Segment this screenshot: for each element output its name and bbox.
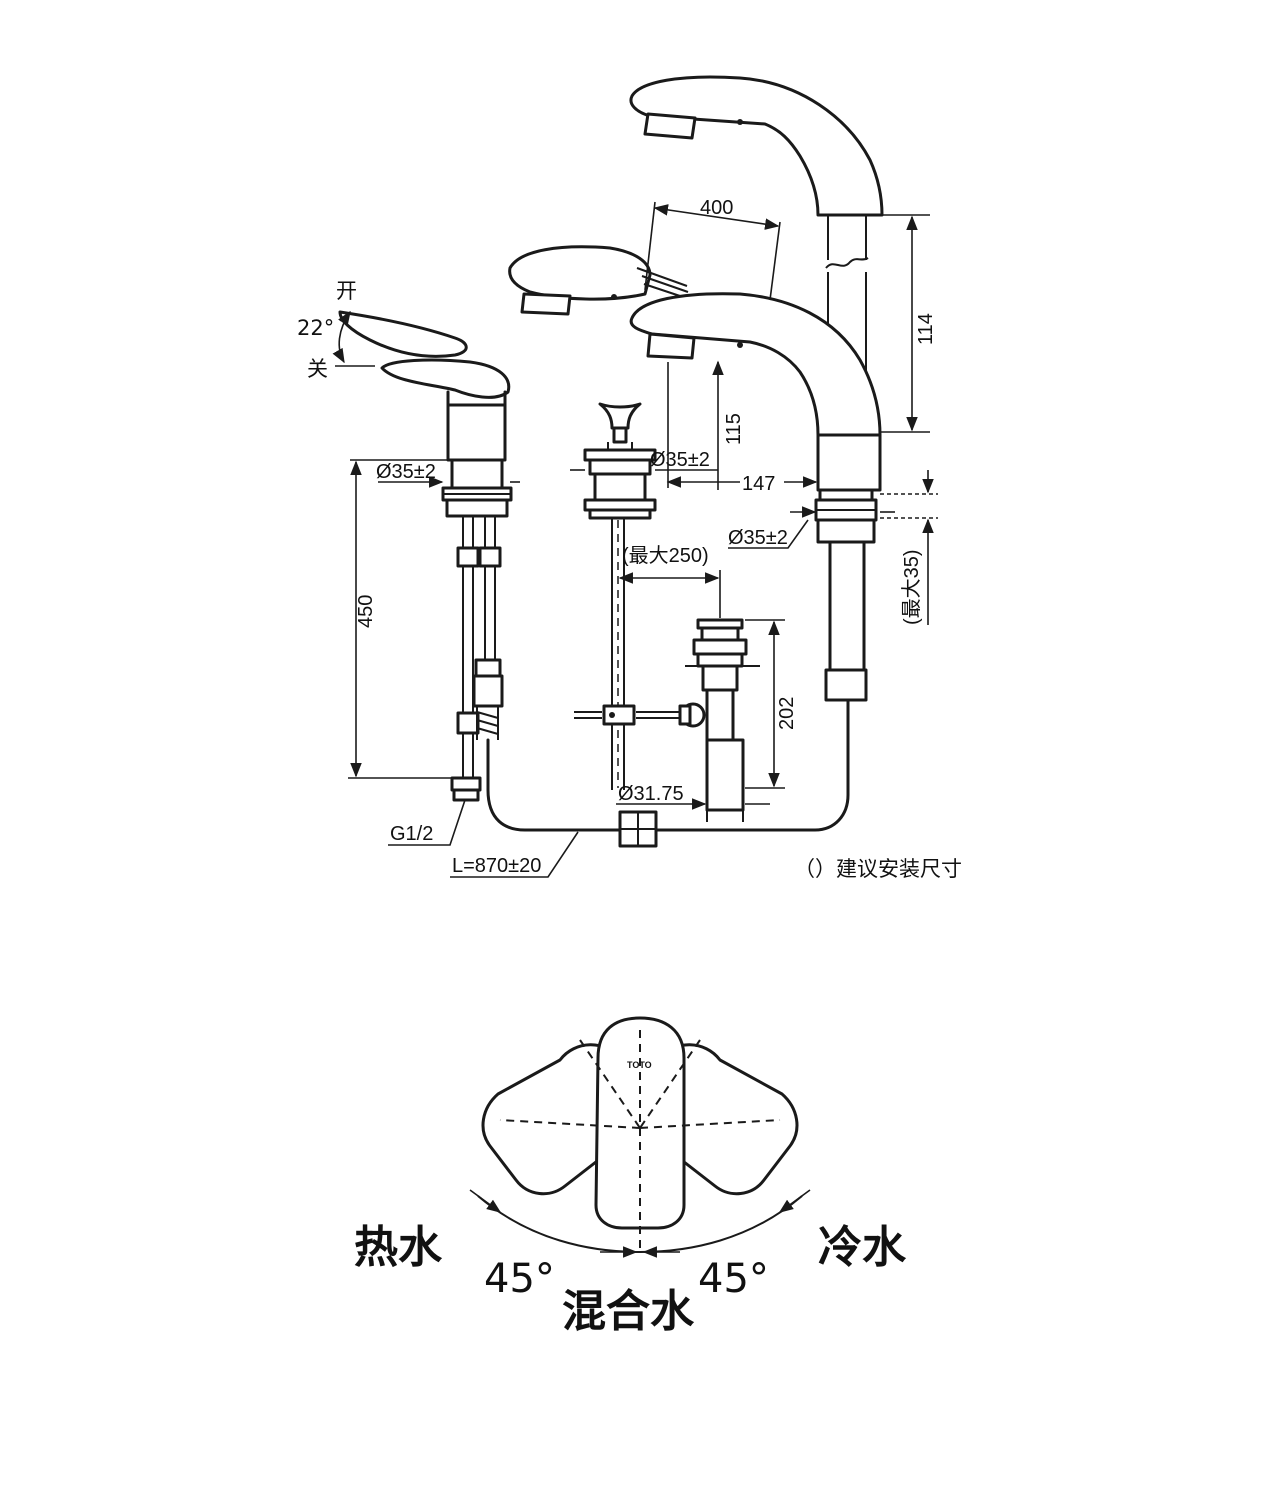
label-cold-water: 冷水 (818, 1222, 907, 1273)
dim-202: 202 (745, 619, 798, 789)
dim-400: 400 (644, 197, 781, 301)
label-angle-right: 45° (698, 1256, 769, 1302)
label-hot-water: 热水 (354, 1222, 443, 1273)
dim-147: 147 (666, 473, 818, 495)
label-d3175: Ø31.75 (618, 783, 684, 805)
handle-angle-indicator: 开 22° 关 (297, 279, 375, 381)
label-angle-22: 22° (297, 316, 334, 340)
handle-top-view: TOTO (469, 1016, 811, 1258)
note-recommended-install: （）建议安装尺寸 (794, 857, 962, 881)
label-d35-right: Ø35±2 (728, 527, 788, 549)
dim-max-35: (最大35) (880, 470, 938, 625)
spout-assembly (508, 75, 884, 702)
mixer-body (338, 310, 850, 848)
dim-max-250: (最大250) (618, 544, 721, 618)
dim-d35-mid: Ø35±2 (570, 449, 718, 471)
dim-115: 115 (667, 360, 745, 490)
dim-114: 114 (880, 214, 937, 433)
dim-450: 450 (348, 460, 455, 779)
label-g12: G1/2 (390, 823, 433, 845)
label-max-250: (最大250) (622, 544, 709, 567)
label-202: 202 (776, 697, 798, 730)
dim-hose-length: L=870±20 (450, 831, 579, 878)
label-mixed-water: 混合水 (562, 1286, 695, 1337)
label-115: 115 (723, 413, 745, 445)
dim-g12: G1/2 (388, 799, 466, 846)
dim-d35-right: Ø35±2 (728, 506, 895, 549)
label-open: 开 (336, 279, 357, 303)
label-114: 114 (915, 313, 937, 345)
label-close: 关 (307, 357, 328, 381)
brand-logo: TOTO (627, 1060, 652, 1070)
label-400: 400 (700, 197, 733, 219)
drain-assembly (678, 618, 760, 822)
label-angle-left: 45° (484, 1256, 555, 1302)
label-147: 147 (742, 473, 775, 495)
label-max-35: (最大35) (900, 549, 923, 625)
dim-d35-left: Ø35±2 (350, 459, 520, 488)
label-d35-left: Ø35±2 (376, 461, 436, 483)
dim-d3175: Ø31.75 (616, 783, 770, 810)
label-hose-length: L=870±20 (452, 855, 541, 877)
popup-rod-assembly (574, 402, 680, 790)
label-d35-mid: Ø35±2 (650, 449, 710, 471)
label-450: 450 (355, 595, 377, 628)
